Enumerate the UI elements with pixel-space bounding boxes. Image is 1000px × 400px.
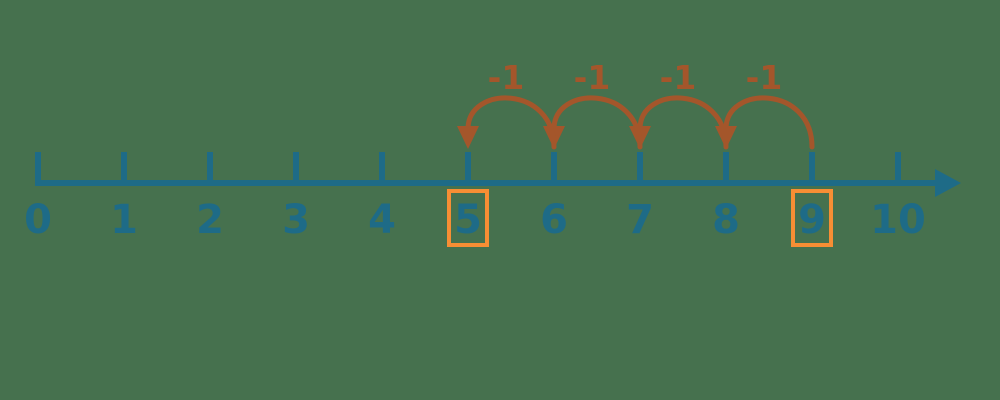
axis-arrowhead-icon — [935, 169, 961, 197]
jump-label-9-to-8: -1 — [746, 58, 783, 97]
jump-label-7-to-6: -1 — [574, 58, 611, 97]
tick-label-2: 2 — [196, 197, 224, 243]
jump-arc-8-to-7 — [637, 95, 729, 150]
tick-label-4: 4 — [368, 197, 396, 243]
jump-arc-6-to-5 — [465, 95, 557, 150]
tick-label-10: 10 — [870, 197, 926, 243]
tick-label-0: 0 — [24, 197, 52, 243]
tick-label-3: 3 — [282, 197, 310, 243]
tick-label-1: 1 — [110, 197, 138, 243]
tick-label-8: 8 — [712, 197, 740, 243]
highlight-box-9 — [791, 189, 833, 247]
tick-label-5: 5 — [454, 197, 482, 243]
jump-label-8-to-7: -1 — [660, 58, 697, 97]
jump-arrowhead-icon-5 — [457, 126, 479, 149]
jump-label-6-to-5: -1 — [488, 58, 525, 97]
jump-arc-9-to-8 — [723, 95, 815, 150]
highlight-box-5 — [447, 189, 489, 247]
jump-arc-7-to-6 — [551, 95, 643, 150]
tick-label-7: 7 — [626, 197, 654, 243]
tick-label-6: 6 — [540, 197, 568, 243]
tick-label-9: 9 — [798, 197, 826, 243]
